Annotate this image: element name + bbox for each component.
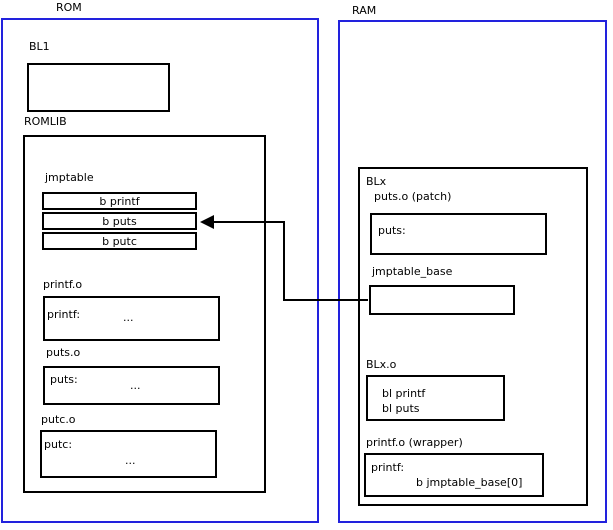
printf-body-ellipsis: ... bbox=[123, 311, 134, 324]
printf-wrapper-branch: b jmptable_base[0] bbox=[416, 476, 523, 489]
putc-o-label: putc.o bbox=[41, 413, 76, 426]
jmptable-entry-putc: b putc bbox=[42, 232, 197, 250]
rom-container: BL1 ROMLIB jmptable b printf b puts b pu… bbox=[1, 18, 319, 523]
puts-symbol: puts: bbox=[50, 373, 78, 386]
bl1-box bbox=[27, 63, 170, 112]
blx-label: BLx bbox=[366, 175, 387, 188]
ram-title: RAM bbox=[352, 4, 377, 17]
bl1-label: BL1 bbox=[29, 40, 50, 53]
romlib-label: ROMLIB bbox=[24, 115, 67, 128]
romlib-box: jmptable b printf b puts b putc printf.o… bbox=[23, 135, 266, 493]
jmptable-base-label: jmptable_base bbox=[372, 265, 453, 278]
puts-o-box: puts: ... bbox=[43, 366, 220, 405]
jmptable-entry-puts: b puts bbox=[42, 212, 197, 230]
printf-symbol: printf: bbox=[47, 308, 81, 321]
blx-o-line-bl-printf: bl printf bbox=[382, 387, 426, 400]
printf-wrapper-label: printf.o (wrapper) bbox=[366, 436, 463, 449]
blx-o-box: bl printf bl puts bbox=[366, 375, 505, 421]
printf-wrapper-symbol: printf: bbox=[371, 461, 405, 474]
puts-patch-box: puts: bbox=[370, 213, 547, 255]
putc-o-box: putc: ... bbox=[40, 430, 217, 478]
jmptable-entry-printf: b printf bbox=[42, 192, 197, 210]
puts-patch-symbol: puts: bbox=[378, 224, 406, 237]
printf-o-box: printf: ... bbox=[43, 296, 220, 341]
rom-title: ROM bbox=[56, 1, 82, 14]
putc-symbol: putc: bbox=[44, 438, 73, 451]
jmptable-label: jmptable bbox=[45, 171, 94, 184]
putc-body-ellipsis: ... bbox=[125, 454, 136, 467]
puts-patch-label: puts.o (patch) bbox=[374, 190, 452, 203]
jmptable-rows: b printf b puts b putc bbox=[42, 192, 197, 252]
printf-wrapper-box: printf: b jmptable_base[0] bbox=[364, 453, 544, 497]
blx-box: BLx puts.o (patch) puts: jmptable_base B… bbox=[358, 167, 588, 506]
puts-body-ellipsis: ... bbox=[130, 379, 141, 392]
blx-o-label: BLx.o bbox=[366, 358, 397, 371]
blx-o-line-bl-puts: bl puts bbox=[382, 402, 420, 415]
ram-container: BLx puts.o (patch) puts: jmptable_base B… bbox=[338, 20, 607, 523]
puts-o-label: puts.o bbox=[46, 346, 81, 359]
jmptable-base-box bbox=[369, 285, 515, 315]
printf-o-label: printf.o bbox=[43, 278, 83, 291]
